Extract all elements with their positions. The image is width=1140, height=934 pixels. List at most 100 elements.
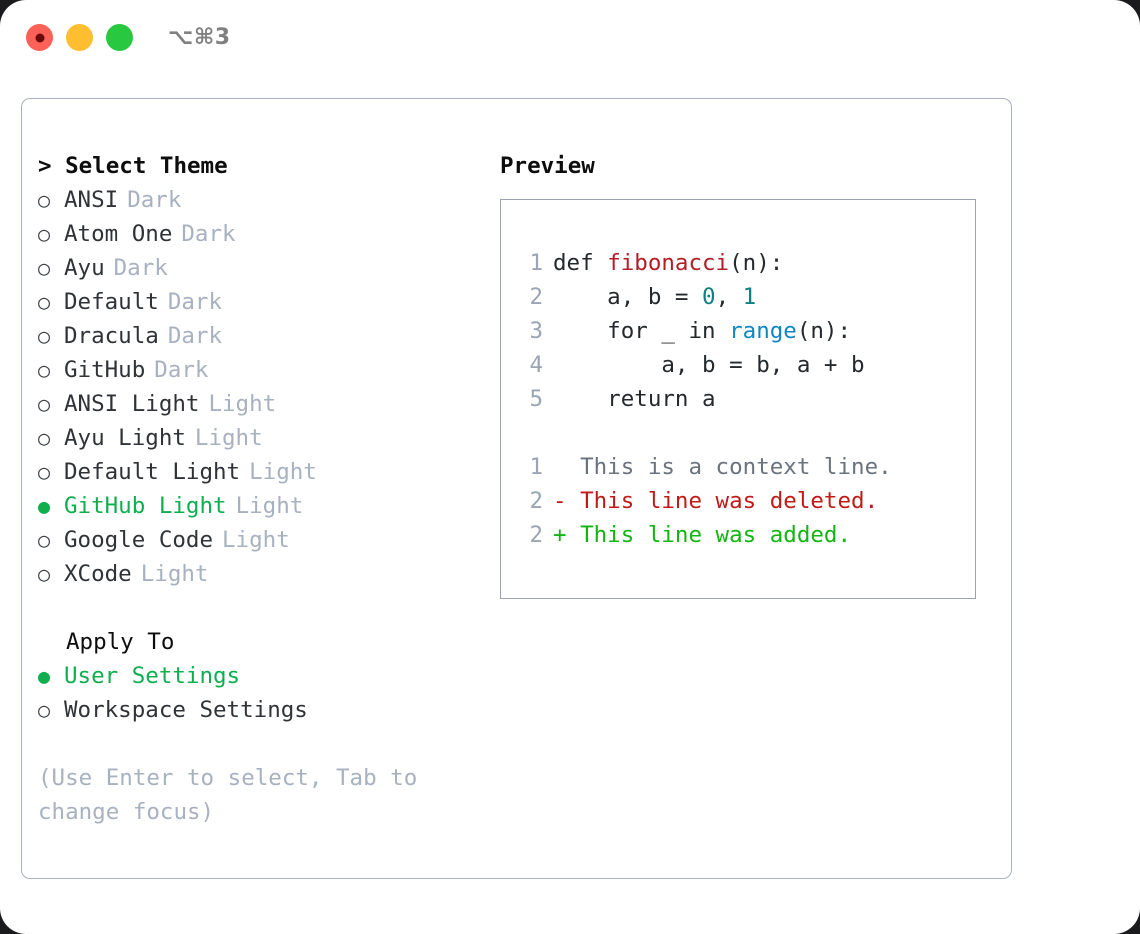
code-line-content: a, b = 0, 1 — [553, 280, 756, 314]
line-number: 2 — [529, 522, 543, 548]
radio-unselected-icon: ○ — [38, 426, 51, 450]
theme-name: GitHub Light — [64, 493, 227, 519]
radio-unselected-icon: ○ — [38, 324, 51, 348]
theme-name: ANSI Light — [64, 391, 200, 417]
theme-name: Default Light — [64, 459, 241, 485]
code-token: (n): — [729, 250, 784, 276]
theme-variant-tag: Light — [235, 493, 304, 519]
line-number: 4 — [529, 352, 543, 378]
theme-name: ANSI — [64, 187, 119, 213]
code-line-content: def fibonacci(n): — [553, 246, 783, 280]
theme-name: XCode — [64, 561, 132, 587]
radio-unselected-icon: ○ — [38, 562, 51, 586]
code-token: range — [729, 318, 797, 344]
theme-variant-tag: Dark — [154, 357, 209, 383]
code-token: def — [553, 250, 608, 276]
theme-variant-tag: Light — [222, 527, 290, 553]
diff-line: 1 This is a context line. — [515, 450, 975, 484]
code-token: a, b = b, a + b — [553, 352, 865, 378]
apply-to-option[interactable]: ○ Workspace Settings — [38, 693, 468, 727]
keyboard-hint: (Use Enter to select, Tab to change focu… — [38, 765, 431, 825]
theme-variant-tag: Light — [208, 391, 277, 417]
diff-text: This is a context line. — [580, 454, 892, 480]
keyboard-shortcut-label: ⌥⌘3 — [168, 25, 231, 50]
theme-variant-tag: Dark — [127, 187, 182, 213]
theme-list-item[interactable]: ○ Dracula Dark — [38, 319, 468, 353]
theme-list-item[interactable]: ○ XCode Light — [38, 557, 468, 591]
code-line-content: for _ in range(n): — [553, 314, 851, 348]
radio-unselected-icon: ○ — [38, 256, 51, 280]
code-line: 3 for _ in range(n): — [515, 314, 975, 348]
diff-line: 2- This line was deleted. — [515, 484, 975, 518]
theme-name: Ayu — [64, 255, 105, 281]
code-token: a, b = — [553, 284, 703, 310]
radio-unselected-icon: ○ — [38, 358, 51, 382]
preview-heading: Preview — [500, 153, 595, 179]
theme-variant-tag: Light — [194, 425, 263, 451]
code-line: 2 a, b = 0, 1 — [515, 280, 975, 314]
theme-list-item[interactable]: ○ Atom One Dark — [38, 217, 468, 251]
line-number: 2 — [529, 284, 543, 310]
theme-variant-tag: Light — [140, 561, 209, 587]
close-button[interactable] — [26, 24, 53, 51]
theme-list-item[interactable]: ○ Ayu Light Light — [38, 421, 468, 455]
code-line: 1 def fibonacci(n): — [515, 246, 975, 280]
line-number: 2 — [529, 488, 543, 514]
code-token: , — [715, 284, 743, 310]
apply-to-option[interactable]: ● User Settings — [38, 659, 468, 693]
apply-to-label: User Settings — [64, 663, 241, 689]
theme-list-item[interactable]: ○ Ayu Dark — [38, 251, 468, 285]
preview-spacer — [515, 416, 975, 450]
window-controls — [26, 24, 133, 51]
code-token: 0 — [702, 284, 716, 310]
theme-variant-tag: Dark — [167, 323, 223, 349]
theme-variant-tag: Dark — [181, 221, 236, 247]
apply-to-label: Workspace Settings — [64, 697, 308, 723]
minimize-button[interactable] — [66, 24, 93, 51]
apply-to-heading: Apply To — [66, 629, 175, 655]
apply-to-list[interactable]: ● User Settings ○ Workspace Settings — [38, 659, 468, 727]
theme-name: Default — [64, 289, 159, 315]
code-token: (n): — [796, 318, 852, 344]
radio-unselected-icon: ○ — [38, 290, 51, 314]
code-token: fibonacci — [607, 250, 730, 276]
code-token: return a — [553, 386, 716, 412]
diff-sample: 1 This is a context line.2- This line wa… — [515, 450, 975, 552]
diff-marker: - — [553, 488, 581, 514]
radio-unselected-icon: ○ — [38, 460, 51, 484]
theme-list-item[interactable]: ○ GitHub Dark — [38, 353, 468, 387]
theme-list-item[interactable]: ○ Default Light Light — [38, 455, 468, 489]
maximize-button[interactable] — [106, 24, 133, 51]
code-token: 1 — [742, 284, 757, 310]
theme-panel-heading: > Select Theme — [38, 153, 228, 179]
radio-selected-icon: ● — [38, 664, 51, 688]
theme-name: Google Code — [64, 527, 214, 553]
theme-variant-tag: Light — [249, 459, 317, 485]
code-line: 5 return a — [515, 382, 975, 416]
line-number: 1 — [529, 250, 543, 276]
theme-name: Dracula — [64, 323, 159, 349]
theme-variant-tag: Dark — [113, 255, 168, 281]
theme-name: GitHub — [64, 357, 146, 383]
radio-unselected-icon: ○ — [38, 222, 51, 246]
theme-name: Ayu Light — [64, 425, 186, 451]
code-line-content: return a — [553, 382, 716, 416]
radio-unselected-icon: ○ — [38, 698, 51, 722]
line-number: 5 — [529, 386, 543, 412]
line-number: 1 — [529, 454, 543, 480]
diff-marker: + — [553, 522, 581, 548]
apply-to-group: Apply To ● User Settings ○ Workspace Settin… — [38, 625, 468, 727]
code-line-content: a, b = b, a + b — [553, 348, 865, 382]
theme-name: Atom One — [64, 221, 173, 247]
